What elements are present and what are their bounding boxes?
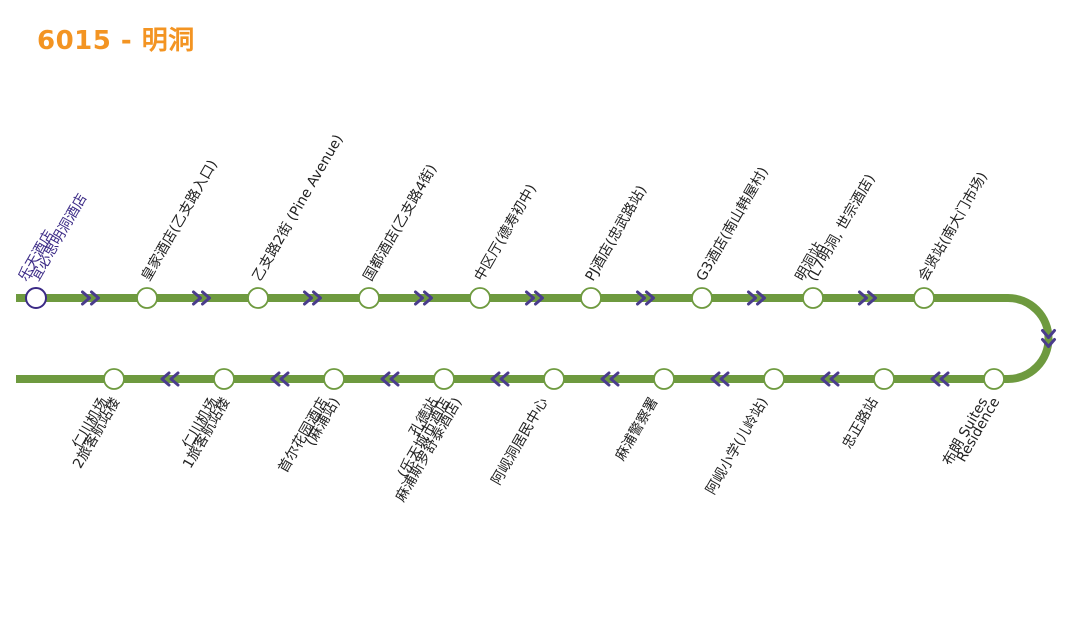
arrow-left-icon [270, 371, 290, 387]
station-label: (L7明洞, 世宗酒店) [805, 172, 879, 284]
arrow-right-icon [858, 290, 877, 306]
station-marker[interactable] [543, 368, 565, 390]
station-marker[interactable] [691, 287, 713, 309]
station-label: 中区厅(德寿初中) [471, 181, 540, 284]
arrow-right-icon [414, 290, 433, 306]
arrow-right-icon [81, 290, 100, 306]
stations [25, 287, 1005, 390]
station-marker[interactable] [103, 368, 125, 390]
station-label: 乙支路2街 (Pine Avenue) [250, 132, 347, 284]
station-marker[interactable] [763, 368, 785, 390]
station-marker[interactable] [433, 368, 455, 390]
station-marker[interactable] [213, 368, 235, 390]
arrow-right-icon [192, 290, 211, 306]
arrow-left-icon [160, 371, 180, 387]
arrow-right-icon [747, 290, 766, 306]
station-label: 阿岘洞居民中心 [489, 395, 552, 488]
station-marker[interactable] [469, 287, 491, 309]
route-title: 6015 - 明洞 [37, 26, 195, 56]
arrow-down-icon [1041, 329, 1056, 348]
station-marker[interactable] [358, 287, 380, 309]
station-marker[interactable] [873, 368, 895, 390]
arrow-right-icon [636, 290, 655, 306]
arrow-left-icon [600, 371, 620, 387]
station-marker[interactable] [802, 287, 824, 309]
station-labels: 乐天酒店宜必思明洞酒店皇家酒店(乙支路入口)乙支路2街 (Pine Avenue… [16, 132, 1004, 505]
station-label: 会贤站(南大门市场) [915, 169, 991, 284]
station-marker[interactable] [136, 287, 158, 309]
arrow-left-icon [820, 371, 840, 387]
direction-arrows [81, 290, 1056, 387]
arrow-left-icon [490, 371, 510, 387]
station-marker[interactable] [25, 287, 47, 309]
station-marker[interactable] [913, 287, 935, 309]
station-label: 阿岘小学(儿岭站) [703, 395, 771, 497]
station-marker[interactable] [323, 368, 345, 390]
arrow-left-icon [930, 371, 950, 387]
station-marker[interactable] [580, 287, 602, 309]
arrow-right-icon [525, 290, 544, 306]
station-marker[interactable] [653, 368, 675, 390]
station-label: 国都酒店(乙支路4街) [361, 162, 441, 284]
station-label: G3酒店(南山韩屋村) [694, 165, 772, 284]
arrow-left-icon [710, 371, 730, 387]
arrow-left-icon [380, 371, 400, 387]
station-marker[interactable] [983, 368, 1005, 390]
station-label: PJ酒店(忠武路站) [583, 183, 651, 284]
station-label: 麻浦警察署 [612, 395, 662, 464]
station-label: 忠正路站 [840, 395, 882, 451]
route-line [16, 294, 1053, 383]
station-label: 皇家酒店(乙支路入口) [138, 157, 221, 284]
arrow-right-icon [303, 290, 322, 306]
station-marker[interactable] [247, 287, 269, 309]
